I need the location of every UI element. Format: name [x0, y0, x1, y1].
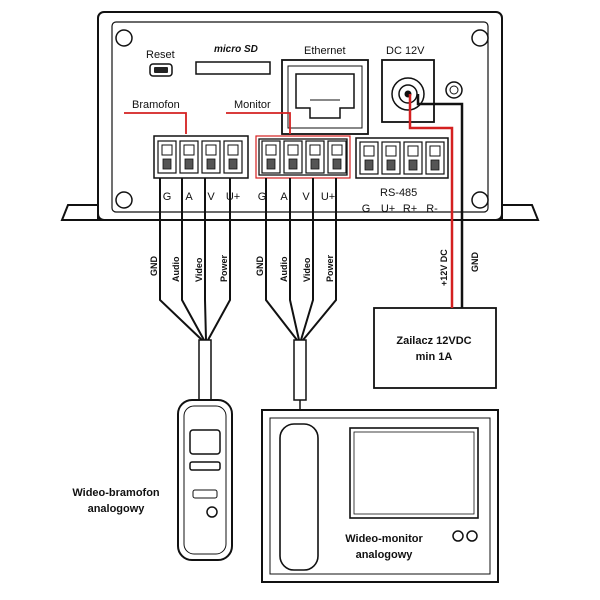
- monitor-wire: [300, 178, 314, 341]
- ethernet-label: Ethernet: [304, 45, 346, 57]
- rs485-pin-label: R-: [426, 203, 438, 215]
- rs485-pin-label: U+: [381, 203, 395, 215]
- psu-line2: min 1A: [416, 351, 453, 363]
- wire-clamp-icon: [332, 158, 342, 170]
- bramofon-wire-label: Audio: [171, 256, 181, 282]
- microsd-logo: micro SD: [214, 44, 258, 55]
- doorphone-line2: analogowy: [88, 503, 146, 515]
- dc-label: DC 12V: [386, 45, 425, 57]
- psu-line1: Zailacz 12VDC: [396, 335, 471, 347]
- wire-clamp-icon: [310, 158, 320, 170]
- dc-jack[interactable]: [381, 59, 435, 123]
- screw-slot-icon: [363, 145, 375, 157]
- bramofon-wire: [204, 178, 207, 341]
- screw-slot-icon: [205, 144, 217, 156]
- bramofon-pin-label: G: [163, 191, 172, 203]
- screw-slot-icon: [287, 144, 299, 156]
- screw-icon: [471, 29, 489, 47]
- screw-slot-icon: [227, 144, 239, 156]
- rs485-label: RS-485: [380, 187, 417, 199]
- bramofon-wire: [181, 178, 205, 341]
- wire-clamp-icon: [430, 159, 440, 171]
- bramofon-wire-label: GND: [149, 256, 159, 277]
- screw-slot-icon: [161, 144, 173, 156]
- wire-clamp-icon: [228, 158, 238, 170]
- wire-clamp-icon: [386, 159, 396, 171]
- bramofon-label: Bramofon: [132, 99, 180, 111]
- videomonitor-line2: analogowy: [356, 549, 414, 561]
- microsd-slot[interactable]: [195, 61, 271, 75]
- monitor-pin-label: V: [302, 191, 310, 203]
- monitor-wire-label: Audio: [279, 256, 289, 282]
- plus12v-wire: [408, 94, 454, 308]
- monitor-pin-label: G: [258, 191, 267, 203]
- screw-slot-icon: [331, 144, 343, 156]
- video-doorphone: [177, 399, 233, 561]
- videomonitor-line1: Wideo-monitor: [345, 533, 423, 545]
- monitor-wire-label: GND: [255, 256, 265, 277]
- bramofon-wire-label: Power: [219, 254, 229, 282]
- screw-slot-icon: [183, 144, 195, 156]
- wire-clamp-icon: [408, 159, 418, 171]
- power-supply: Zailacz 12VDC min 1A: [373, 307, 497, 389]
- power-gnd-label: GND: [470, 252, 480, 273]
- screw-slot-icon: [429, 145, 441, 157]
- bramofon-wire: [159, 178, 203, 341]
- gnd-wire: [416, 94, 464, 308]
- bramofon-wire: [207, 178, 231, 341]
- ethernet-port[interactable]: [281, 59, 369, 135]
- video-monitor: [261, 409, 499, 583]
- monitor-label: Monitor: [234, 99, 271, 111]
- bramofon-cable: [198, 339, 212, 401]
- screw-icon: [115, 29, 133, 47]
- screw-slot-icon: [265, 144, 277, 156]
- monitor-pin-label: U+: [321, 191, 335, 203]
- screw-slot-icon: [407, 145, 419, 157]
- monitor-pin-label: A: [280, 191, 288, 203]
- rs485-pin-label: R+: [403, 203, 417, 215]
- doorphone-line1: Wideo-bramofon: [72, 487, 160, 499]
- wire-clamp-icon: [162, 158, 172, 170]
- screw-icon: [115, 191, 133, 209]
- wire-clamp-icon: [364, 159, 374, 171]
- wire-clamp-icon: [206, 158, 216, 170]
- wire-clamp-icon: [266, 158, 276, 170]
- plus12v-label: +12V DC: [439, 249, 449, 286]
- wire-clamp-icon: [184, 158, 194, 170]
- monitor-wire: [289, 178, 300, 341]
- screw-icon: [471, 191, 489, 209]
- handset-icon: [279, 423, 319, 571]
- screw-slot-icon: [385, 145, 397, 157]
- monitor-cable: [293, 339, 307, 401]
- screw-slot-icon: [309, 144, 321, 156]
- bramofon-pin-label: U+: [226, 191, 240, 203]
- rs485-pin-label: G: [362, 203, 371, 215]
- monitor-wire: [265, 178, 298, 341]
- bramofon-pin-label: A: [185, 191, 193, 203]
- monitor-wire-label: Video: [302, 257, 312, 282]
- bramofon-wire-label: Video: [194, 257, 204, 282]
- screen: [349, 427, 479, 519]
- reset-label: Reset: [146, 49, 175, 61]
- monitor-button-icon: [466, 530, 478, 542]
- bramofon-pin-label: V: [207, 191, 215, 203]
- monitor-button-icon: [452, 530, 464, 542]
- wire-clamp-icon: [288, 158, 298, 170]
- monitor-wire: [302, 178, 337, 341]
- monitor-wire-label: Power: [325, 254, 335, 282]
